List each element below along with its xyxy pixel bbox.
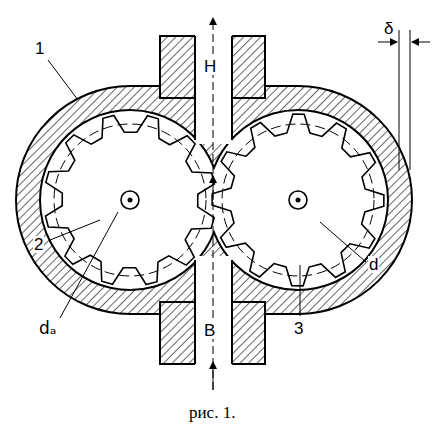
- gear: [46, 116, 215, 285]
- leader-lines: [48, 60, 366, 318]
- dimension-line: [399, 30, 400, 170]
- callout-number: 2: [33, 236, 44, 253]
- pitch-circle: [222, 124, 374, 276]
- shaft: [289, 191, 307, 209]
- port-label: В: [203, 322, 216, 339]
- gear: [212, 114, 384, 286]
- pitch-circle: [54, 124, 206, 276]
- port-label: Н: [203, 58, 217, 75]
- callout-number: 1: [34, 40, 45, 57]
- dimension-label: dₐ: [38, 320, 57, 337]
- callout-number: 3: [293, 320, 304, 337]
- dimension-label: δ: [383, 20, 394, 37]
- dimension-label: d: [368, 256, 379, 273]
- figure-caption: рис. 1.: [189, 404, 235, 421]
- shaft: [121, 191, 139, 209]
